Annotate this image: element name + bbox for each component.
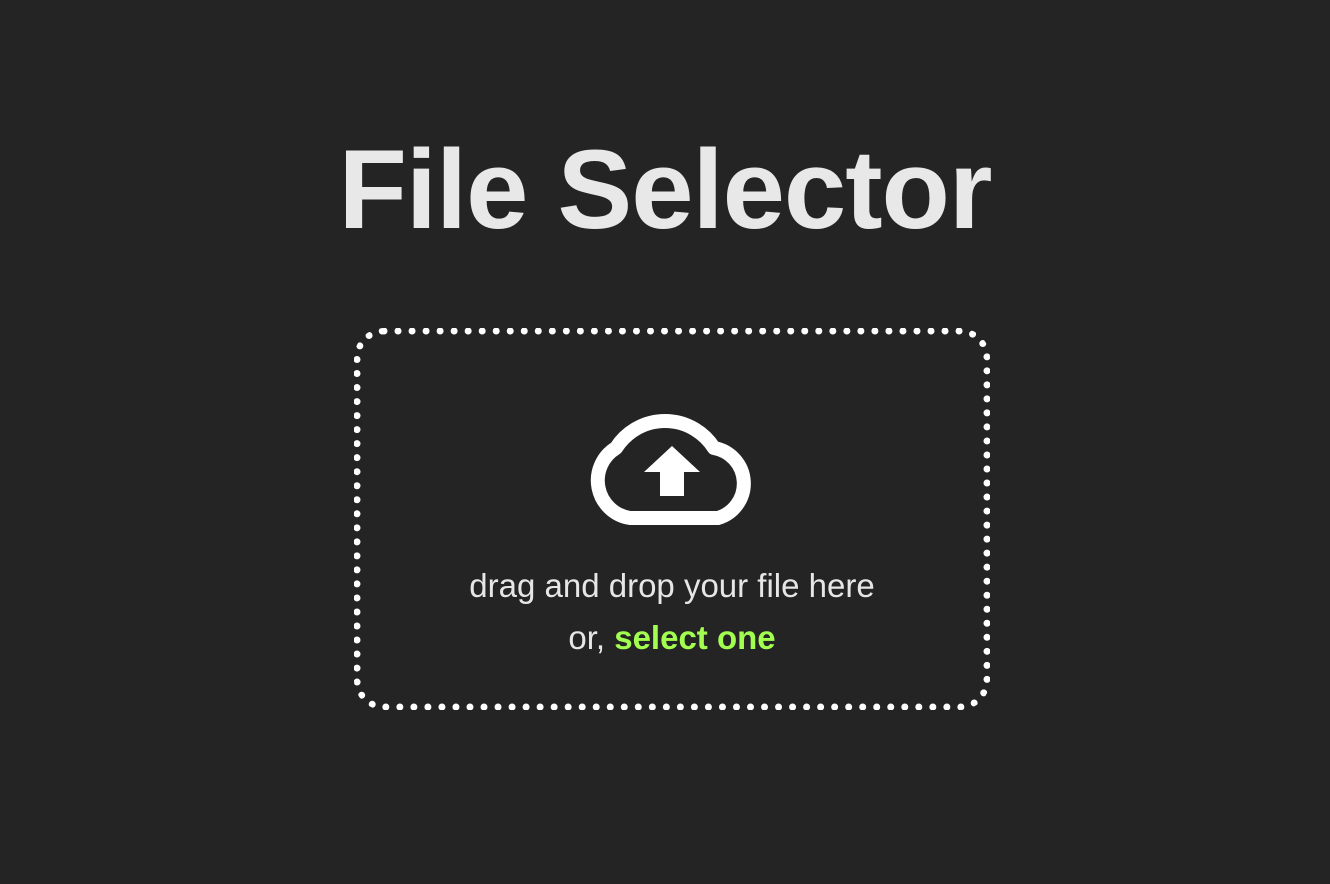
cloud-upload-icon <box>590 414 751 525</box>
dropzone-text: drag and drop your file here or, select … <box>354 560 990 664</box>
select-file-link[interactable]: select one <box>614 619 776 656</box>
file-dropzone[interactable] <box>354 328 990 710</box>
select-line: or, select one <box>354 612 990 664</box>
page-title: File Selector <box>338 127 992 252</box>
select-prefix: or, <box>568 619 615 656</box>
drop-instruction: drag and drop your file here <box>469 567 875 604</box>
